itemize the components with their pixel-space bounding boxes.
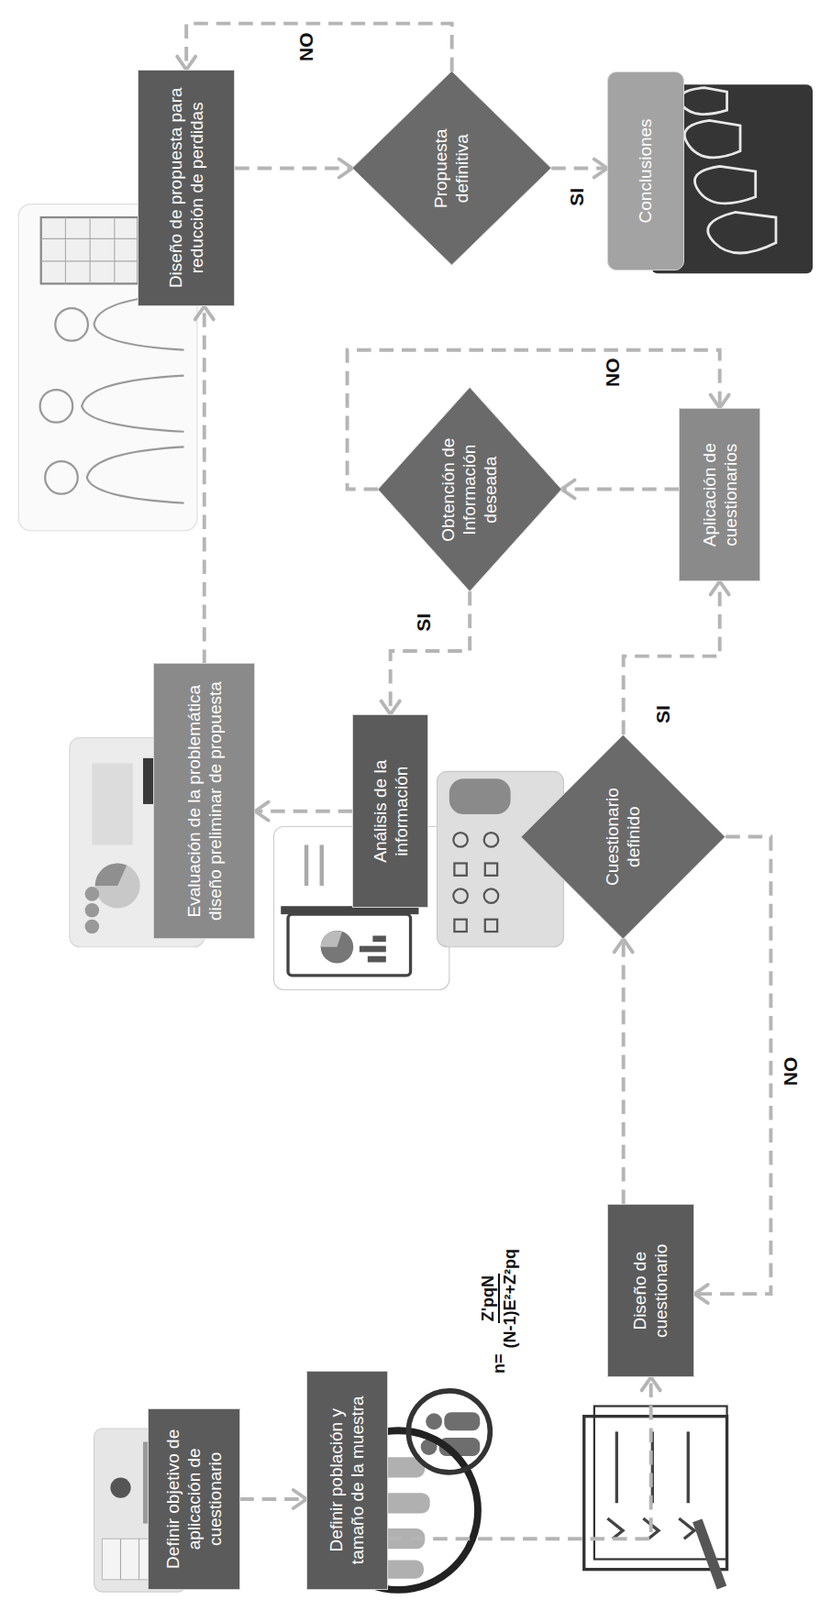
formula-text: (N-1)E²+Z²pq bbox=[499, 1247, 521, 1351]
arrow-head bbox=[339, 158, 353, 178]
connector-line bbox=[694, 837, 771, 1296]
formula-text: n= bbox=[488, 1353, 510, 1375]
node-text: Conclusiones bbox=[634, 81, 656, 261]
connector-line bbox=[551, 166, 608, 171]
branch-label: NO bbox=[295, 29, 318, 65]
dashed-connector bbox=[551, 158, 608, 178]
diamond-shape bbox=[352, 71, 552, 266]
arrow-head bbox=[710, 581, 730, 595]
branch-label: SI bbox=[565, 185, 588, 210]
sample-size-formula: n=Z'pqN(N-1)E²+Z²pq bbox=[477, 1247, 521, 1375]
node-text: Diseño de propuesta para reducción de pe… bbox=[165, 79, 208, 297]
connector-line bbox=[234, 166, 353, 171]
node-text: Definir población y tamaño de la muestra bbox=[325, 1381, 368, 1581]
dashed-connector bbox=[195, 306, 214, 665]
dashed-connector bbox=[239, 1490, 307, 1509]
connector-line bbox=[621, 939, 626, 1205]
node-text: Diseño de cuestionario bbox=[629, 1214, 672, 1368]
formula-fraction: Z'pqN(N-1)E²+Z²pq bbox=[477, 1247, 521, 1351]
node-text: Análisis de la información bbox=[369, 724, 412, 898]
decision-diamond: Cuestionario definido bbox=[520, 734, 726, 940]
node-text: Definir objetivo de aplicación de cuesti… bbox=[162, 1418, 226, 1581]
branch-label: NO bbox=[779, 1054, 802, 1090]
dashed-connector bbox=[623, 581, 730, 735]
connector-line bbox=[239, 1497, 307, 1502]
node-text: Cuestionario definido bbox=[601, 774, 644, 901]
node-text: Aplicación de cuestionarios bbox=[698, 418, 742, 572]
clipboard-icon bbox=[584, 1407, 728, 1591]
arrow-head bbox=[177, 56, 196, 70]
arrow-head bbox=[642, 1377, 661, 1391]
node-text: Obtención de Información deseada bbox=[437, 426, 501, 554]
connector-line bbox=[387, 1377, 652, 1540]
dashed-connector bbox=[254, 802, 353, 821]
connector-line bbox=[254, 809, 353, 814]
connector-line bbox=[390, 591, 471, 715]
connector-line bbox=[623, 581, 721, 735]
process-box: Diseño de propuesta para reducción de pe… bbox=[137, 69, 235, 307]
dashed-connector bbox=[694, 837, 771, 1305]
dashed-connector bbox=[561, 479, 679, 499]
dashed-connector bbox=[614, 939, 633, 1205]
branch-label: SI bbox=[412, 610, 435, 635]
connector-line bbox=[561, 487, 679, 492]
process-box: Diseño de cuestionario bbox=[607, 1204, 695, 1378]
process-box: Análisis de la información bbox=[352, 714, 429, 909]
decision-diamond: Obtención de Información deseada bbox=[377, 387, 562, 593]
arrow-head bbox=[254, 802, 268, 821]
dashed-connector bbox=[234, 158, 353, 178]
node-text: Evaluación de la problemática diseño pre… bbox=[183, 673, 226, 929]
arrow-head bbox=[293, 1490, 307, 1509]
arrow-head bbox=[710, 395, 730, 409]
arrow-head bbox=[614, 939, 633, 953]
connector-line bbox=[202, 306, 207, 665]
arrow-head bbox=[561, 479, 575, 499]
branch-label: SI bbox=[652, 702, 675, 727]
arrow-head bbox=[381, 701, 400, 715]
dashed-connector bbox=[381, 591, 471, 715]
process-box: Definir población y tamaño de la muestra bbox=[306, 1371, 388, 1591]
arrow-head bbox=[694, 1285, 708, 1304]
node-text: Propuesta definitiva bbox=[430, 108, 473, 229]
process-box: Definir objetivo de aplicación de cuesti… bbox=[147, 1408, 240, 1591]
branch-label: NO bbox=[601, 354, 624, 390]
arrow-head bbox=[594, 158, 608, 178]
connector-line bbox=[186, 23, 453, 72]
diamond-shape bbox=[520, 734, 726, 940]
arrow-head bbox=[195, 306, 214, 320]
decision-diamond: Propuesta definitiva bbox=[352, 71, 552, 266]
dashed-connector bbox=[387, 1377, 661, 1540]
dashed-connector bbox=[177, 23, 453, 72]
process-box: Evaluación de la problemática diseño pre… bbox=[153, 663, 255, 939]
terminal-box: Conclusiones bbox=[607, 71, 684, 271]
process-box: Aplicación de cuestionarios bbox=[678, 408, 761, 582]
formula-text: Z'pqN bbox=[477, 1274, 500, 1324]
